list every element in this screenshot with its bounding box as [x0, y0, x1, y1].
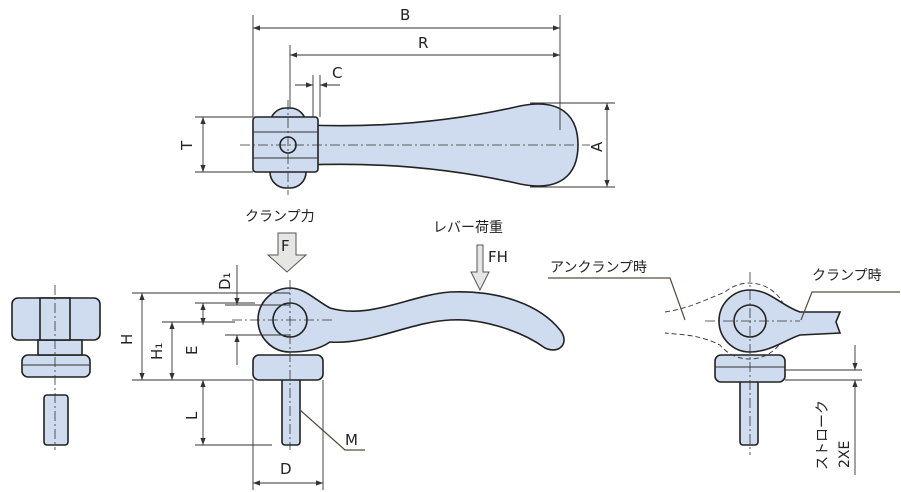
threaded-stud	[281, 377, 301, 446]
end-view	[11, 285, 101, 450]
dim-h1-label: H₁	[148, 343, 166, 360]
top-view: B R C T A	[178, 6, 615, 195]
base-pad	[252, 354, 324, 381]
clamped-label: クランプ時	[812, 268, 882, 284]
stud-end	[43, 394, 69, 446]
lever-load-label: レバー荷重	[433, 220, 503, 236]
dim-d1-label: D₁	[216, 272, 234, 290]
dim-m-label: M	[345, 431, 358, 449]
dim-e-label: E	[183, 346, 201, 355]
dim-a-label: A	[588, 141, 606, 152]
stroke-label: ストローク	[815, 400, 831, 470]
clamp-force-symbol: F	[281, 237, 290, 255]
stroke-view: アンクランプ時 クランプ時 ストローク 2XE	[548, 260, 900, 475]
base-pad-end	[21, 354, 91, 378]
clamp-force-label: クランプ力	[245, 209, 315, 225]
dim-c-label: C	[332, 64, 342, 82]
dim-d-label: D	[280, 460, 292, 478]
dim-t-label: T	[178, 140, 196, 151]
cam-lever	[257, 287, 565, 353]
lever-load-arrow	[470, 244, 490, 292]
lever-load-symbol: FH	[488, 248, 508, 266]
dim-h-label: H	[118, 334, 136, 345]
dim-b-label: B	[400, 6, 410, 24]
stroke-stud	[739, 377, 759, 446]
side-view: F クランプ力 FH レバー荷重 H H₁ E D₁ L M	[118, 209, 565, 490]
dim-r-label: R	[418, 34, 428, 52]
clamp-force-arrow	[266, 232, 308, 273]
dim-l-label: L	[183, 411, 201, 420]
stroke-value: 2XE	[837, 441, 853, 468]
neck-end	[37, 339, 83, 356]
unclamped-label: アンクランプ時	[550, 260, 647, 276]
